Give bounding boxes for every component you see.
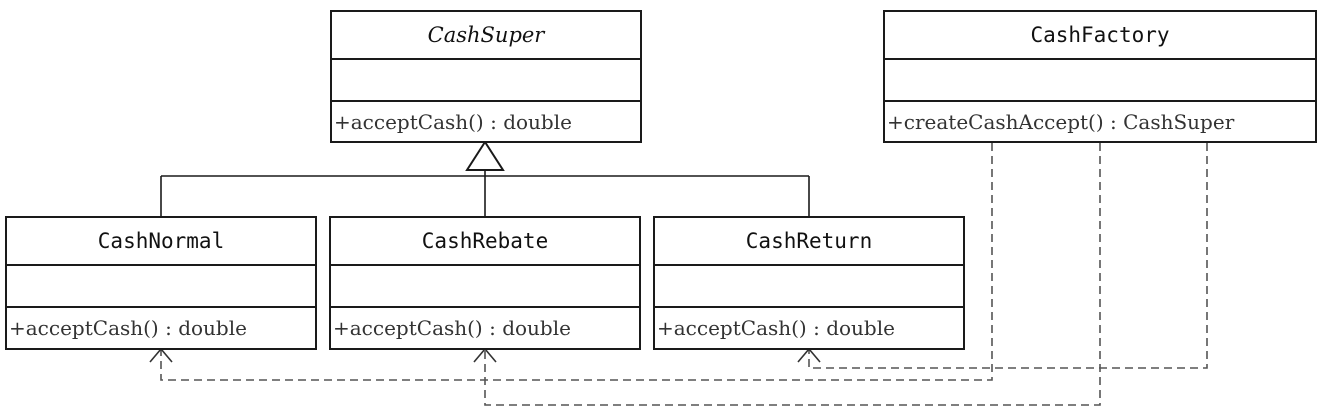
- class-cashreturn: CashReturn +acceptCash() : double: [653, 216, 965, 350]
- class-name: CashSuper: [427, 23, 545, 47]
- class-attributes: [7, 264, 315, 306]
- class-name: CashRebate: [421, 229, 549, 253]
- class-cashrebate: CashRebate +acceptCash() : double: [329, 216, 641, 350]
- class-attributes: [885, 58, 1315, 100]
- class-attributes: [331, 264, 639, 306]
- class-operation: +acceptCash() : double: [332, 100, 640, 141]
- dependency-line-cashreturn: [808, 143, 1208, 369]
- class-operation: +acceptCash() : double: [655, 306, 963, 348]
- class-cashnormal: CashNormal +acceptCash() : double: [5, 216, 317, 350]
- class-operation: +acceptCash() : double: [7, 306, 315, 348]
- class-operation: +createCashAccept() : CashSuper: [885, 100, 1315, 141]
- class-attributes: [332, 58, 640, 100]
- dependency-lines: [160, 143, 1208, 406]
- class-name: CashReturn: [745, 229, 873, 253]
- generalization-lines: [160, 170, 810, 216]
- class-operation: +acceptCash() : double: [331, 306, 639, 348]
- class-cashfactory: CashFactory +createCashAccept() : CashSu…: [883, 10, 1317, 143]
- class-name: CashNormal: [97, 229, 225, 253]
- class-attributes: [655, 264, 963, 306]
- generalization-arrowhead-icon: [465, 140, 505, 171]
- dependency-line-cashrebate: [484, 143, 1101, 406]
- class-name: CashFactory: [1030, 23, 1170, 47]
- dependency-line-cashnormal: [160, 143, 993, 381]
- class-cashsuper: CashSuper +acceptCash() : double: [330, 10, 642, 143]
